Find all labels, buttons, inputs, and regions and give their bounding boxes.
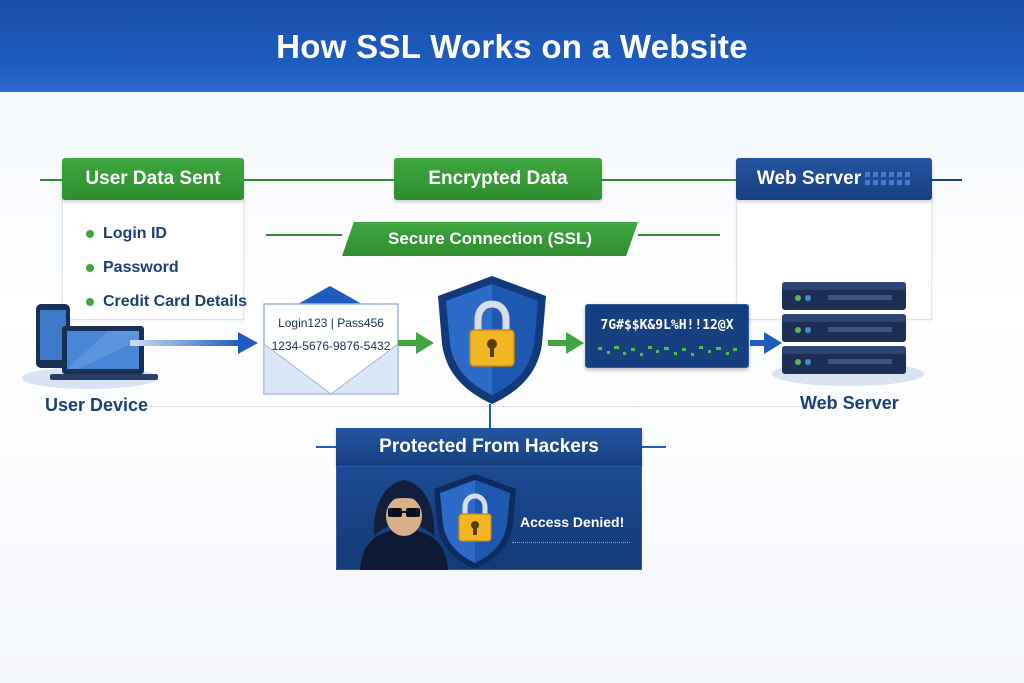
guide-line-mid-left bbox=[244, 179, 396, 181]
cipher-noise-icon bbox=[598, 346, 737, 356]
user-device-label: User Device bbox=[45, 395, 149, 415]
connector-line bbox=[489, 404, 491, 428]
hacker-icon bbox=[360, 480, 448, 570]
user-data-list: Login ID Password Credit Card Details bbox=[86, 225, 247, 327]
server-rack-icon bbox=[772, 282, 924, 386]
guide-line-right bbox=[930, 179, 962, 181]
user-data-heading: User Data Sent bbox=[62, 158, 244, 200]
bullet-icon bbox=[86, 230, 94, 238]
arrow-shield-to-cipher bbox=[548, 332, 584, 354]
arrow-envelope-to-shield bbox=[398, 332, 434, 354]
access-denied-text: Access Denied! bbox=[520, 514, 625, 530]
list-item: Credit Card Details bbox=[86, 293, 247, 311]
web-server-heading: Web Server bbox=[736, 158, 932, 200]
hacker-line-right bbox=[642, 446, 666, 448]
web-server-heading-text: Web Server bbox=[756, 168, 862, 189]
encrypted-data-box bbox=[585, 304, 749, 368]
cipher-text: 7G#$$K&9L%H!!12@X bbox=[600, 318, 734, 333]
page-title: How SSL Works on a Website bbox=[276, 28, 748, 65]
bullet-icon bbox=[86, 264, 94, 272]
encrypted-data-heading: Encrypted Data bbox=[394, 158, 602, 200]
envelope-icon bbox=[263, 286, 399, 395]
envelope-line-1: Login123 | Pass456 bbox=[278, 316, 384, 330]
arrow-device-to-envelope bbox=[130, 332, 258, 354]
guide-line-mid-right bbox=[602, 179, 738, 181]
ssl-line-right bbox=[638, 234, 720, 236]
list-item: Password bbox=[86, 259, 247, 277]
bullet-icon bbox=[86, 298, 94, 306]
hacker-shield-lock-icon bbox=[434, 474, 516, 569]
guide-line-left bbox=[40, 179, 62, 181]
access-denied-underline bbox=[512, 542, 630, 543]
secure-connection-banner: Secure Connection (SSL) bbox=[342, 222, 638, 256]
web-server-label: Web Server bbox=[800, 393, 899, 413]
shield-lock-icon bbox=[438, 276, 546, 404]
ssl-line-left bbox=[266, 234, 342, 236]
envelope-line-2: 1234-5676-9876-5432 bbox=[271, 339, 391, 353]
arrow-cipher-to-server bbox=[750, 332, 782, 354]
header-banner bbox=[0, 0, 1024, 92]
protected-from-hackers-heading: Protected From Hackers bbox=[336, 428, 642, 466]
hacker-line-left bbox=[316, 446, 336, 448]
user-device-icon bbox=[22, 304, 158, 389]
dots-icon bbox=[865, 172, 911, 185]
list-item: Login ID bbox=[86, 225, 247, 243]
